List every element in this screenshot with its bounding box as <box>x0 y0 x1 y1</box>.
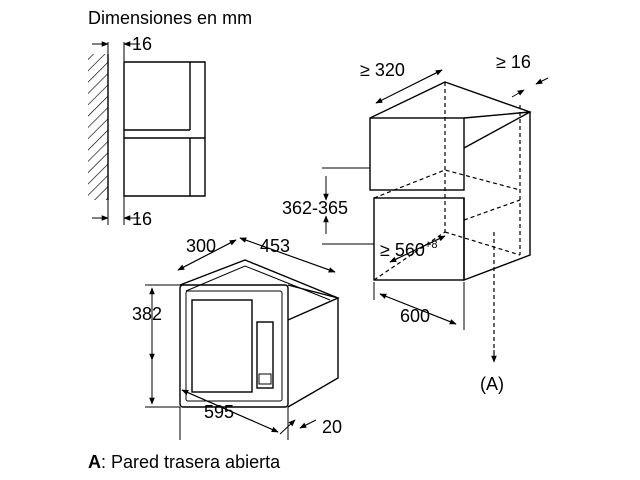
cabinet-opening-height-label: 362-365 <box>282 198 348 218</box>
legend: A: Pared trasera abierta <box>88 452 281 472</box>
rear-wall-label: (A) <box>480 374 504 394</box>
microwave-front-depth-label: 20 <box>322 417 342 437</box>
microwave-width-bottom-label: 595 <box>204 402 234 422</box>
legend-key: A <box>88 452 101 472</box>
microwave-control-panel <box>256 321 274 389</box>
side-gap-bottom-label: 16 <box>132 209 152 229</box>
cabinet-drawing: ≥ 320 ≥ 16 362-365 ≥ 560+8 600 (A) <box>282 52 549 394</box>
side-view: 16 16 <box>88 34 206 229</box>
microwave-height-label: 382 <box>132 304 162 324</box>
cabinet-opening-depth-label: ≥ 560+8 <box>380 239 437 260</box>
side-gap-top-label: 16 <box>132 34 152 54</box>
microwave-depth-label: 300 <box>186 236 216 256</box>
microwave-window <box>191 299 253 393</box>
cabinet-top-depth-label: ≥ 320 <box>360 60 405 80</box>
diagram-title: Dimensiones en mm <box>88 8 252 28</box>
cabinet-opening <box>373 197 465 281</box>
legend-text: : Pared trasera abierta <box>101 452 281 472</box>
microwave-front <box>179 284 289 408</box>
wall-hatch <box>88 54 108 200</box>
side-view-upper-box <box>123 61 206 197</box>
cabinet-upper-front <box>369 117 465 191</box>
cabinet-width-label: 600 <box>400 306 430 326</box>
microwave-width-top-label: 453 <box>260 236 290 256</box>
cabinet-top-gap-label: ≥ 16 <box>496 52 531 72</box>
microwave-drawing: 300 453 382 595 20 <box>132 236 342 440</box>
